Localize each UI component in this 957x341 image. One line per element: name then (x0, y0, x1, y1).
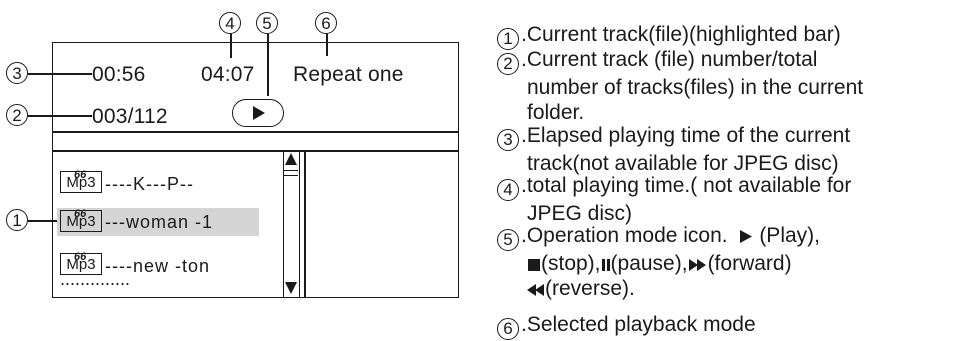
screen-display-panel: 00:56 04:07 Repeat one 003/112 66 Mp3 --… (52, 42, 459, 298)
callout-2: 2 (6, 104, 28, 126)
callout-4: 4 (219, 12, 241, 34)
legend-item-6: 6.Selected playback mode (497, 312, 756, 340)
quote-mark-icon: 66 (74, 169, 87, 181)
mp3-badge: 66 Mp3 (60, 251, 102, 275)
pause-icon (601, 258, 610, 271)
leader-line-4 (230, 34, 232, 58)
track-counter: 003/112 (92, 105, 168, 128)
mp3-badge: 66 Mp3 (60, 169, 102, 193)
file-name: ----new -ton (105, 256, 211, 276)
list-divider (304, 150, 306, 297)
triangle-down-icon[interactable] (284, 281, 298, 295)
legend-number: 4 (497, 178, 519, 201)
callout-3: 3 (6, 62, 28, 84)
scroll-thumb[interactable] (284, 170, 298, 176)
legend-item-1: 1.Current track(file)(highlighted bar) (497, 22, 841, 50)
legend-number: 5 (497, 228, 519, 251)
divider-bottom (53, 150, 458, 152)
legend-number: 6 (497, 317, 519, 340)
legend-item-5: 5.Operation mode icon. (Play), (stop),(p… (497, 223, 820, 301)
total-time: 04:07 (201, 63, 255, 86)
operation-mode-button (232, 99, 284, 127)
callout-1: 1 (6, 209, 28, 231)
mp3-badge: 66 Mp3 (60, 208, 102, 232)
elapsed-time: 00:56 (92, 63, 146, 86)
leader-line-5 (267, 34, 269, 96)
more-files-ellipsis: .............. (60, 269, 131, 289)
leader-line-2 (28, 115, 92, 117)
stop-icon (528, 258, 540, 271)
leader-line-6 (326, 34, 328, 56)
play-icon (740, 230, 753, 243)
file-name: ----K---P-- (105, 174, 194, 194)
quote-mark-icon: 66 (74, 251, 87, 263)
legend-item-2: 2.Current track (file) number/total numb… (497, 47, 863, 125)
quote-mark-icon: 66 (74, 208, 87, 220)
leader-line-3 (28, 73, 92, 75)
play-icon (253, 106, 265, 120)
callout-6: 6 (315, 12, 337, 34)
triangle-up-icon[interactable] (284, 152, 298, 166)
divider-top (53, 131, 458, 133)
rewind-icon (527, 283, 544, 296)
leader-line-1 (28, 220, 62, 222)
scrollbar[interactable] (283, 150, 300, 297)
file-name: ---woman -1 (105, 212, 214, 232)
legend-item-4: 4.total playing time.( not available for… (497, 173, 851, 226)
legend-number: 2 (497, 52, 519, 75)
legend-item-3: 3.Elapsed playing time of the current tr… (497, 123, 850, 176)
legend-number: 1 (497, 27, 519, 50)
playback-mode: Repeat one (293, 63, 404, 86)
callout-5: 5 (256, 12, 278, 34)
fast-forward-icon (688, 258, 706, 271)
legend-number: 3 (497, 128, 519, 151)
